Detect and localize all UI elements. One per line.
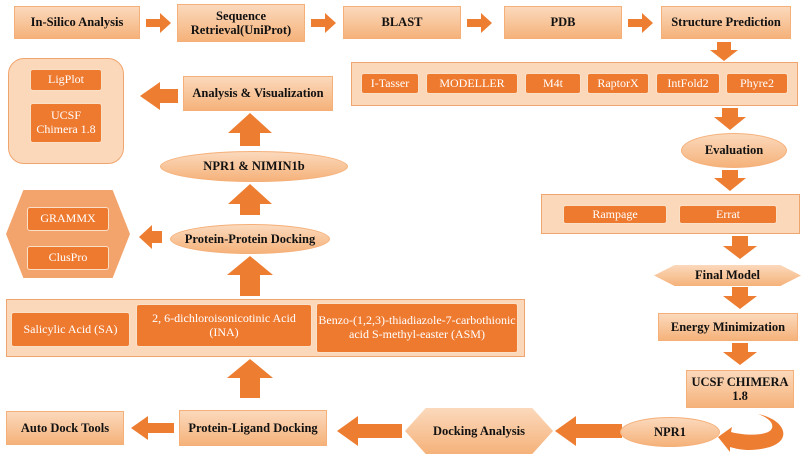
npr1-nimin1b-pill: NPR1 & NIMIN1b [160,151,348,182]
protein-ligand-docking-box: Protein-Ligand Docking [179,410,327,446]
tool-grammx: GRAMMX [27,207,109,231]
auto-dock-tools-box: Auto Dock Tools [6,411,124,445]
ucsf-chimera-box: UCSF CHIMERA 1.8 [686,370,794,408]
arrow-insilico-to-sequence [146,13,171,33]
tool-m4t: M4t [525,73,581,94]
arrow-tools-down [714,108,746,130]
arrow-pp-to-hexa [139,225,162,249]
ligand-asm: Benzo-(1,2,3)-thiadiazole-7-carbothionic… [316,303,518,353]
energy-minimization-box: Energy Minimization [658,313,798,341]
arrow-ligands-up [227,256,273,296]
tool-errat: Errat [679,205,777,224]
blast-box: BLAST [343,6,461,39]
analysis-visualization-box: Analysis & Visualization [183,76,333,111]
arrow-nimin-up [228,113,272,146]
arrow-ligand-up [227,359,273,398]
final-model-hexagon: Final Model [654,265,801,286]
arrow-npr1-to-docking [555,416,622,446]
protein-protein-docking-pill: Protein-Protein Docking [170,224,330,254]
arrow-curved-to-npr1 [718,414,784,452]
arrow-analysis-to-vis [140,82,178,110]
arrow-pdb-to-structure [628,13,653,33]
arrow-sequence-to-blast [311,13,336,33]
ligand-salicylic-acid: Salicylic Acid (SA) [11,312,130,347]
tool-cluspro: ClusPro [27,246,109,270]
arrow-evaltools-down [723,236,757,259]
pdb-box: PDB [504,6,622,39]
arrow-blast-to-pdb [467,13,492,33]
arrow-evaluation-down [714,170,746,191]
arrow-docking-to-ligand [337,416,402,446]
tool-ligplot: LigPlot [30,69,102,91]
arrow-structure-down [710,42,738,61]
arrow-ligand-to-autodock [131,416,174,440]
tool-modeller: MODELLER [426,73,518,94]
tool-ucsf-chimera: UCSF Chimera 1.8 [30,103,102,143]
npr1-pill: NPR1 [620,417,720,447]
arrow-pp-up [228,184,272,215]
tool-rampage: Rampage [563,205,667,224]
docking-analysis-hexagon: Docking Analysis [405,408,553,454]
ligand-ina: 2, 6-dichloroisonicotinic Acid (INA) [136,304,312,347]
tool-intfold2: IntFold2 [656,73,720,94]
structure-prediction-box: Structure Prediction [661,6,791,39]
sequence-retrieval-box: Sequence Retrieval(UniProt) [177,4,305,42]
tool-raptorx: RaptorX [587,73,649,94]
arrow-finalmodel-down [723,287,757,309]
arrow-energy-down [723,343,757,365]
in-silico-analysis-box: In-Silico Analysis [14,6,140,39]
tool-phyre2: Phyre2 [726,73,788,94]
evaluation-pill: Evaluation [681,133,787,168]
tool-i-tasser: I-Tasser [361,73,419,94]
